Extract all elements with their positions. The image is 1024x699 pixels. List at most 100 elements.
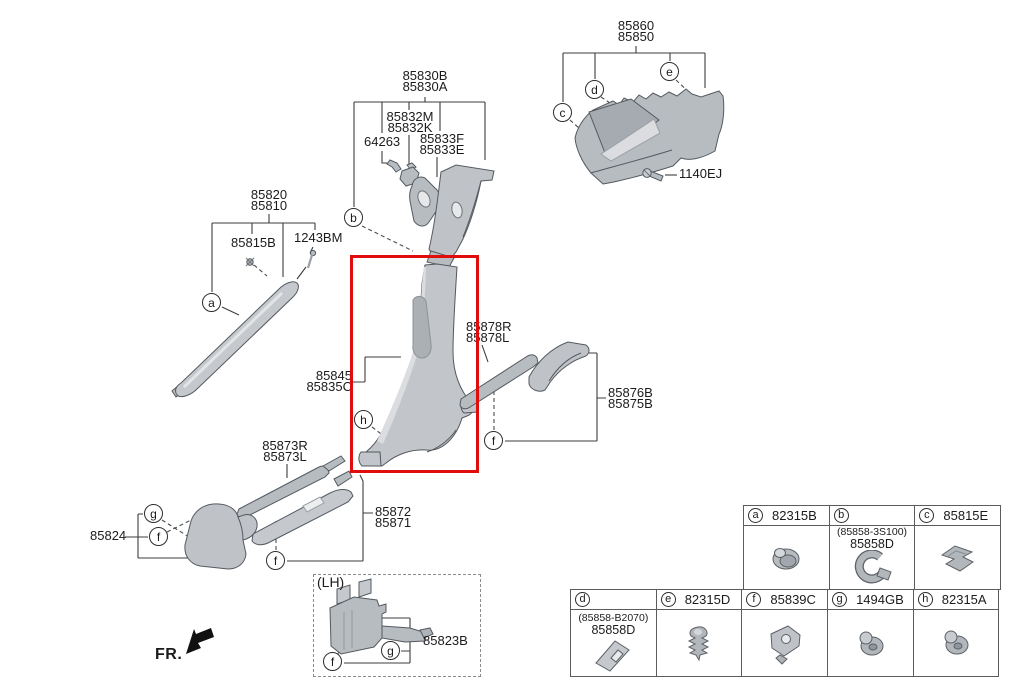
legend-cell-f: f 85839C	[741, 589, 829, 677]
callout-f-sill-frt: f	[266, 551, 285, 570]
legend-cell-d: d (85858-B2070) 85858D	[570, 589, 657, 677]
label-85872-85871: 85872 85871	[375, 504, 412, 530]
label-85845-85835C: 85845 85835C	[282, 369, 352, 393]
callout-d: d	[575, 592, 590, 607]
label-64263: 64263	[364, 134, 401, 149]
legend-cell-header: e 82315D	[656, 590, 742, 610]
part-sill-side-rr	[528, 341, 590, 392]
legend-cell-body: (85858-3S100) 85858D	[830, 526, 915, 589]
push-rivet-icon	[859, 631, 884, 656]
alt-part-code: (85858-3S100)	[837, 526, 908, 538]
legend-cell-header: c 85815E	[915, 506, 1001, 526]
callout-g-cowl: g	[144, 504, 163, 523]
clamp-clip-icon	[854, 550, 892, 584]
label-line: 85820	[250, 187, 288, 202]
label-line: 85850	[617, 29, 655, 44]
part-code: 82315D	[684, 592, 731, 607]
part-sill-strip-rr	[459, 354, 539, 410]
label-line: 85876B	[608, 385, 653, 400]
callout-h: h	[917, 592, 933, 607]
legend-cell-body	[744, 526, 829, 589]
label-85876B-85875B: 85876B 85875B	[608, 385, 653, 411]
callout-f: f	[746, 592, 762, 607]
label-85860-85850: 85860 85850	[601, 18, 671, 44]
label-line: 85873L	[263, 449, 307, 464]
part-code: 85858D	[591, 622, 636, 637]
fr-label: FR.	[155, 646, 183, 663]
flat-plate-clip-icon	[595, 639, 631, 672]
label-85824: 85824	[90, 528, 127, 543]
label-line: 85875B	[608, 396, 653, 411]
legend-cell-body	[742, 610, 827, 676]
label-line: 85830A	[402, 79, 448, 94]
callout-e: e	[660, 62, 679, 81]
label-85830B-85830A: 85830B 85830A	[390, 68, 460, 94]
part-code: 82315B	[772, 508, 817, 523]
push-rivet-icon	[944, 630, 969, 655]
part-cowl-side-trim-rr	[574, 88, 725, 185]
legend-cell-header: h 82315A	[913, 590, 999, 610]
part-b-pillar-lower-trim	[358, 263, 479, 467]
screw-1140EJ-icon	[642, 168, 664, 182]
legend-cell-c: c 85815E	[914, 505, 1002, 590]
legend-cell-body: (85858-B2070) 85858D	[571, 610, 656, 676]
label-line: 85872	[375, 504, 412, 519]
legend-cell-header: f 85839C	[742, 590, 828, 610]
legend-row-2: d (85858-B2070) 85858D e 82315D	[570, 589, 1000, 677]
label-line: 85833E	[419, 142, 465, 157]
legend-cell-h: h 82315A	[912, 589, 1000, 677]
legend-cell-b: b (85858-3S100) 85858D	[828, 505, 916, 590]
label-line: 85830B	[402, 68, 448, 83]
callout-g-lh: g	[381, 641, 400, 660]
legend-cell-e: e 82315D	[655, 589, 743, 677]
bracket-clip-icon	[770, 625, 801, 665]
label-line: 85871	[375, 515, 412, 530]
part-sill-side-frt	[251, 470, 354, 546]
part-code: 85839C	[770, 592, 816, 607]
callout-f-sill-rr: f	[484, 431, 503, 450]
label-85823B: 85823B	[423, 633, 468, 648]
part-85833-cover	[409, 176, 441, 227]
part-code: 1494GB	[856, 592, 904, 607]
legend-cell-header: d	[571, 590, 656, 610]
label-85820-85810: 85820 85810	[234, 187, 304, 213]
callout-g: g	[832, 592, 848, 607]
label-line: 85860	[617, 18, 655, 33]
part-code: 85858D	[850, 537, 894, 551]
callout-a: a	[748, 508, 763, 523]
legend-cell-body	[914, 610, 999, 676]
label-85833F-85833E: 85833F 85833E	[407, 132, 477, 157]
label-1243BM: 1243BM	[294, 230, 343, 245]
label-line: 85810	[250, 198, 288, 213]
label-line: 85873R	[262, 438, 308, 453]
legend-cell-header: g 1494GB	[828, 590, 913, 610]
part-64263-hook	[386, 159, 402, 173]
callout-a: a	[202, 293, 221, 312]
label-lh: (LH)	[317, 574, 345, 590]
legend-cell-header: a 82315B	[744, 506, 829, 526]
label-85873R-85873L: 85873R 85873L	[261, 438, 309, 464]
callout-b: b	[344, 208, 363, 227]
label-line: 85832M	[386, 109, 434, 124]
alt-part-code: (85858-B2070)	[578, 611, 649, 624]
callout-f-cowl: f	[149, 527, 168, 546]
highlight-box	[350, 255, 479, 473]
callout-f-lh: f	[323, 652, 342, 671]
part-code: 82315A	[941, 592, 987, 607]
s-clip-icon	[940, 544, 974, 572]
part-85823B-lh	[329, 578, 434, 655]
part-pillar-upper-trim	[426, 164, 495, 268]
label-85832M-85832K: 85832M 85832K	[375, 109, 445, 134]
label-1140EJ: 1140EJ	[679, 166, 723, 181]
callout-d: d	[585, 80, 604, 99]
legend-cell-body	[828, 610, 913, 676]
legend-cell-body	[915, 526, 1000, 589]
fr-direction-arrow	[186, 628, 214, 654]
callout-c: c	[919, 508, 935, 523]
lh-variant-box	[313, 574, 481, 677]
bracket-lines	[125, 46, 706, 664]
legend-cell-body	[657, 610, 742, 676]
callout-b: b	[833, 508, 849, 523]
